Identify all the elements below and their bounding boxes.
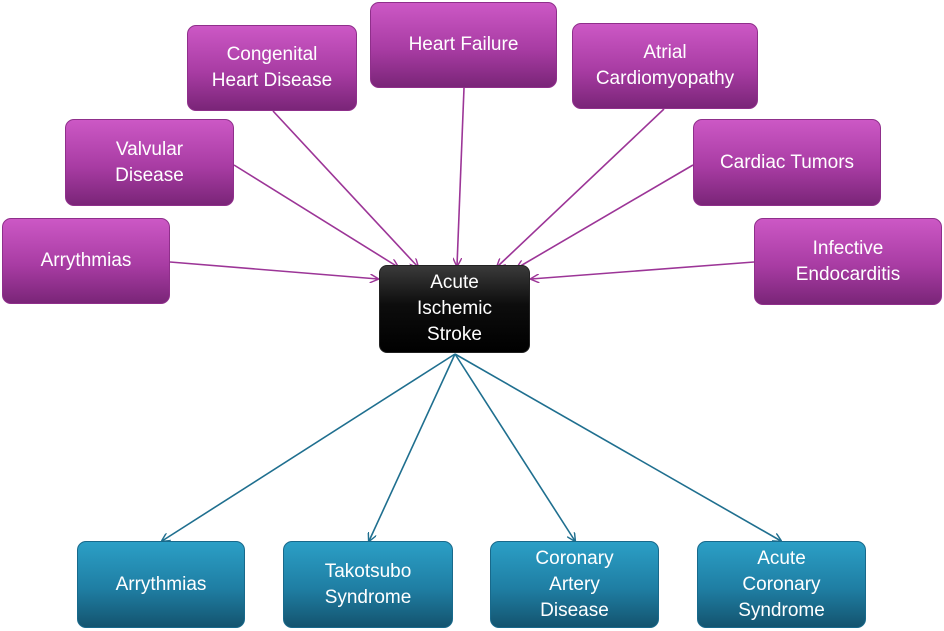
node-infective-endocarditis: Infective Endocarditis [754, 218, 942, 305]
arrow-valvular-to-center [233, 164, 398, 267]
node-atrial-cardiomyopathy: Atrial Cardiomyopathy [572, 23, 758, 109]
node-label: Coronary Artery Disease [535, 547, 614, 621]
arrow-center-to-arry-bot [162, 353, 456, 541]
node-label: Arrythmias [115, 573, 207, 595]
arrow-tumors-to-center [517, 164, 694, 268]
node-label: Acute Ischemic Stroke [417, 272, 492, 345]
node-acute-coronary-syndrome: Acute Coronary Syndrome [697, 541, 866, 628]
node-arrythmias-effect: Arrythmias [77, 541, 245, 628]
node-label: Congenital Heart Disease [211, 44, 333, 91]
node-label: Acute Coronary Syndrome [738, 547, 825, 621]
node-takotsubo-syndrome: Takotsubo Syndrome [283, 541, 453, 628]
node-label: Valvular Disease [115, 138, 184, 186]
node-label: Takotsubo Syndrome [324, 560, 412, 608]
arrow-heartfail-to-center [457, 87, 465, 266]
node-acute-ischemic-stroke: Acute Ischemic Stroke [379, 265, 530, 353]
arrow-atrial-to-center [497, 108, 665, 267]
arrow-center-to-acs [454, 353, 781, 541]
arrow-arry-top-to-center [169, 261, 378, 279]
node-label: Cardiac Tumors [719, 151, 855, 173]
arrow-infective-to-center [531, 261, 755, 279]
arrow-center-to-coronary [454, 353, 575, 541]
node-label: Atrial Cardiomyopathy [595, 42, 735, 89]
node-congenital-heart-disease: Congenital Heart Disease [187, 25, 357, 111]
node-arrythmias-cause: Arrythmias [2, 218, 170, 304]
node-cardiac-tumors: Cardiac Tumors [693, 119, 881, 206]
node-label: Arrythmias [40, 250, 132, 271]
node-label: Infective Endocarditis [795, 237, 901, 285]
node-coronary-artery-disease: Coronary Artery Disease [490, 541, 659, 628]
arrow-center-to-takotsubo [369, 353, 456, 541]
node-label: Heart Failure [408, 34, 519, 55]
node-heart-failure: Heart Failure [370, 2, 557, 88]
node-valvular-disease: Valvular Disease [65, 119, 234, 206]
arrow-congenital-to-center [272, 110, 418, 267]
